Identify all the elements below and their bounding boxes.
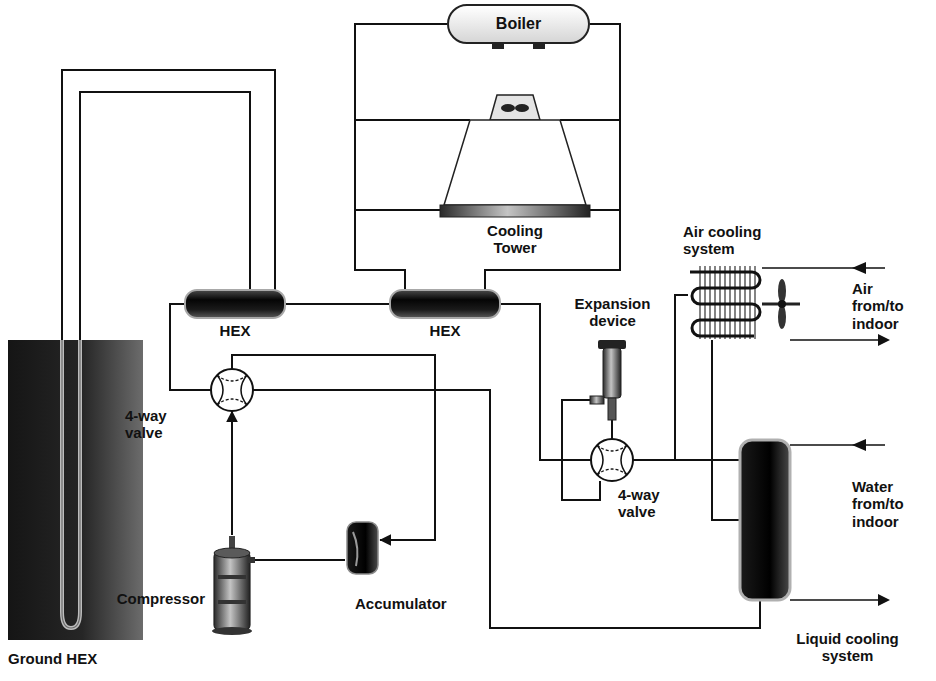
fan-symbol xyxy=(762,279,800,329)
compressor-symbol-part xyxy=(218,600,246,604)
four-way-valve: 4-way valve xyxy=(211,369,253,411)
boiler-feet-part xyxy=(533,44,545,49)
pipe-line xyxy=(232,355,435,540)
accumulator-symbol xyxy=(347,522,378,574)
heat-exchanger-bar xyxy=(185,290,500,318)
four-way-valve-symbol-part xyxy=(591,439,633,481)
cooling-tower-symbol-part xyxy=(444,120,586,205)
heat-exchanger-bar-part xyxy=(185,290,285,318)
liquid-tank-symbol-part xyxy=(740,440,790,600)
component-label: Boiler xyxy=(449,15,588,33)
expansion-valve-symbol-part xyxy=(608,398,616,420)
component-label: HEX xyxy=(185,322,285,339)
component-label: Liquid cooling system xyxy=(780,630,915,665)
compressor: Compressor xyxy=(210,535,255,635)
compressor-symbol-part xyxy=(218,575,246,579)
air-cooling-system: Air cooling system xyxy=(688,265,762,340)
indoor-flow-arrow-part xyxy=(878,334,890,346)
ground-heat-exchanger-part xyxy=(62,340,80,628)
four-way-valve-symbol-part xyxy=(211,369,253,411)
four-way-valve-symbol-part xyxy=(597,445,627,475)
expansion-valve-symbol-part xyxy=(590,396,604,404)
four-way-valve-symbol-part xyxy=(217,375,247,405)
accumulator-symbol-part xyxy=(347,522,378,574)
four-way-valve: 4-way valve xyxy=(591,439,633,481)
component-label: Air cooling system xyxy=(683,223,798,258)
component-label: Accumulator xyxy=(355,595,465,612)
pipe-line xyxy=(285,303,390,305)
pipe-line xyxy=(633,295,688,460)
cooling-tower: Cooling Tower xyxy=(440,95,590,260)
component-label: Ground HEX xyxy=(8,650,143,667)
compressor-symbol-part xyxy=(248,557,255,563)
component-label: Cooling Tower xyxy=(465,222,565,257)
tower-frame-pipes xyxy=(355,24,620,210)
pipe-line xyxy=(355,24,447,290)
boiler-box: Boiler xyxy=(447,4,590,44)
component-label: Expansion device xyxy=(555,295,670,330)
ground-heat-exchanger-part xyxy=(62,340,80,628)
air-coil-symbol xyxy=(690,266,760,339)
accumulator-symbol-part xyxy=(353,532,357,566)
four-way-valve-symbol xyxy=(211,369,633,481)
four-way-valve-symbol-part xyxy=(597,445,627,475)
compressor-symbol-part xyxy=(214,552,250,630)
tower-frame-pipes-part xyxy=(355,24,620,210)
component-label: 4-way valve xyxy=(618,486,676,521)
heat-exchanger-bar-part xyxy=(390,290,500,318)
flow-label: Water from/to indoor xyxy=(852,478,922,530)
pipe-line xyxy=(712,340,740,520)
cooling-tower-symbol-part xyxy=(440,205,590,217)
indoor-flow-arrow-part xyxy=(878,594,890,606)
fan-symbol-part xyxy=(778,279,786,303)
pipe-line xyxy=(611,420,613,439)
component-label: Compressor xyxy=(110,590,205,607)
flow-label: Air from/to indoor xyxy=(852,280,922,332)
indoor-flow-arrow-part xyxy=(852,262,866,274)
four-way-valve-symbol-part xyxy=(217,375,247,405)
expansion-valve-symbol xyxy=(590,340,626,420)
expansion-device: Expansion device xyxy=(590,340,635,420)
accumulator: Accumulator xyxy=(345,520,380,575)
cooling-tower-symbol-part xyxy=(490,95,540,120)
liquid-cooling-system: Liquid cooling system xyxy=(740,440,790,600)
air-coil-symbol-part xyxy=(690,272,760,336)
cooling-tower-symbol-part xyxy=(515,104,529,112)
cooling-tower-symbol xyxy=(440,95,590,217)
compressor-symbol-part xyxy=(212,627,252,635)
pipe-line xyxy=(231,411,233,535)
expansion-valve-symbol-part xyxy=(603,348,621,398)
fan-symbol-part xyxy=(778,300,786,308)
boiler-feet-part xyxy=(492,44,504,49)
pipe-line xyxy=(255,559,345,561)
heat-exchanger: HEX xyxy=(390,290,500,318)
indoor-flow-arrow-part xyxy=(852,439,866,451)
cooling-tower-symbol-part xyxy=(501,104,515,112)
pipe-line xyxy=(633,459,740,461)
pipe-line xyxy=(500,304,591,460)
liquid-tank-symbol xyxy=(740,440,790,600)
heat-exchanger: HEX xyxy=(185,290,285,318)
component-label: 4-way valve xyxy=(125,407,183,442)
boiler-feet xyxy=(492,44,545,49)
compressor-symbol-part xyxy=(214,548,250,558)
pipe-line xyxy=(253,390,760,628)
component-label: HEX xyxy=(390,322,500,339)
fan-symbol-part xyxy=(778,305,786,329)
compressor-symbol xyxy=(212,536,255,635)
